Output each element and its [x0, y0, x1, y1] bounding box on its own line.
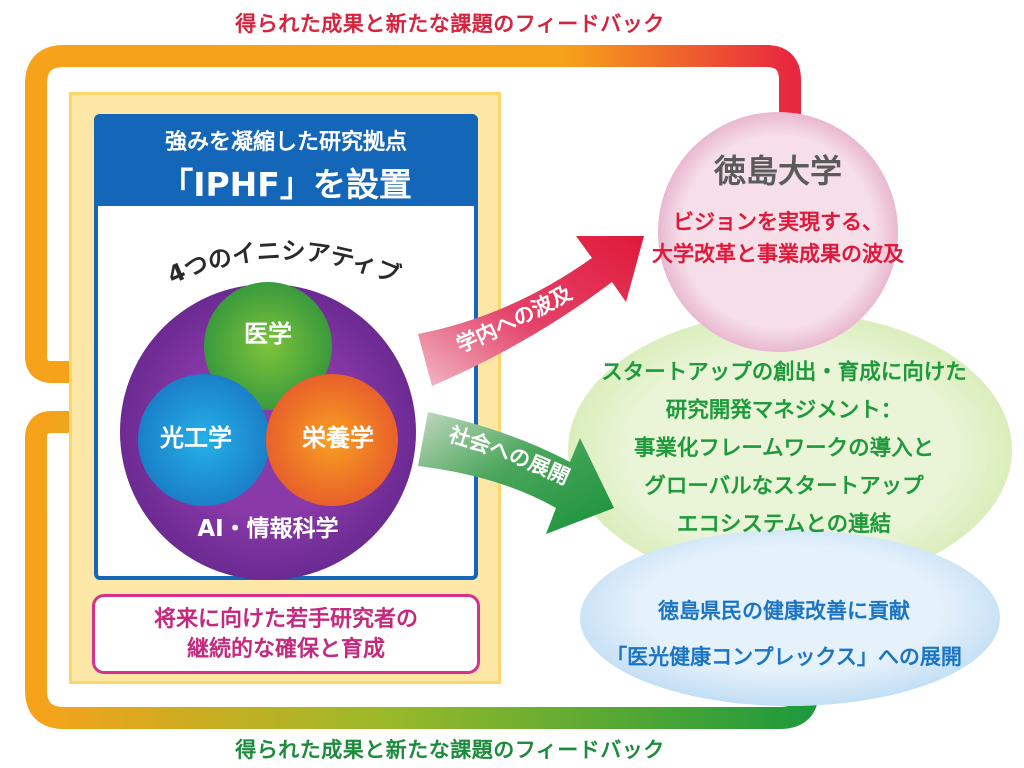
startup-line-5: エコシステムとの連結 [676, 512, 892, 537]
university-vision: ビジョンを実現する、 大学改革と事業成果の波及 [640, 206, 916, 270]
startup-area-blob [568, 312, 1012, 588]
health-area-blob [580, 530, 1000, 706]
health-line-2: 「医光健康コンプレックス」への展開 [606, 645, 962, 669]
young-researchers-box: 将来に向けた若手研究者の 継続的な確保と育成 [92, 594, 480, 674]
vision-line-2: 大学改革と事業成果の波及 [652, 242, 904, 266]
field-medicine: 医学 [244, 320, 292, 348]
health-line-1: 徳島県民の健康改善に貢献 [658, 599, 910, 623]
initiatives-graphic: 4つのイニシアティブ 医学 光工学 栄養学 AI・情報科学 [120, 237, 416, 580]
medicine-lobe [204, 282, 332, 410]
nutrition-lobe [266, 374, 398, 506]
feedback-loop-top [25, 45, 801, 383]
field-photonics: 光工学 [159, 424, 232, 452]
feedback-label-top: 得られた成果と新たな課題のフィードバック [235, 12, 665, 36]
field-ai: AI・情報科学 [197, 515, 338, 542]
feedback-label-bottom: 得られた成果と新たな課題のフィードバック [235, 738, 665, 762]
youth-line-1: 将来に向けた若手研究者の [153, 607, 418, 632]
campus-arrow [418, 236, 644, 386]
iphf-hub-header: 強みを凝縮した研究拠点 「IPHF」を設置 [94, 114, 478, 206]
university-circle [658, 112, 898, 352]
feedback-loop-bottom [25, 411, 819, 729]
field-nutrition: 栄養学 [301, 424, 374, 452]
health-contribution-text: 徳島県民の健康改善に貢献 「医光健康コンプレックス」への展開 [560, 588, 1008, 680]
startup-line-3: 事業化フレームワークの導入と [633, 436, 935, 461]
startup-line-1: スタートアップの創出・育成に向けた [601, 360, 967, 385]
hub-subtitle: 強みを凝縮した研究拠点 [164, 130, 407, 155]
photonics-lobe [138, 374, 270, 506]
startup-line-4: グローバルなスタートアップ [644, 474, 924, 499]
society-arrow [418, 412, 614, 534]
university-name: 徳島大学 [713, 152, 842, 190]
startup-management-text: スタートアップの創出・育成に向けた 研究開発マネジメント： 事業化フレームワーク… [560, 354, 1008, 544]
youth-line-2: 継続的な確保と育成 [186, 637, 385, 662]
hub-title: 「IPHF」を設置 [160, 165, 412, 204]
vision-line-1: ビジョンを実現する、 [673, 210, 883, 234]
startup-line-2: 研究開発マネジメント： [665, 398, 903, 423]
